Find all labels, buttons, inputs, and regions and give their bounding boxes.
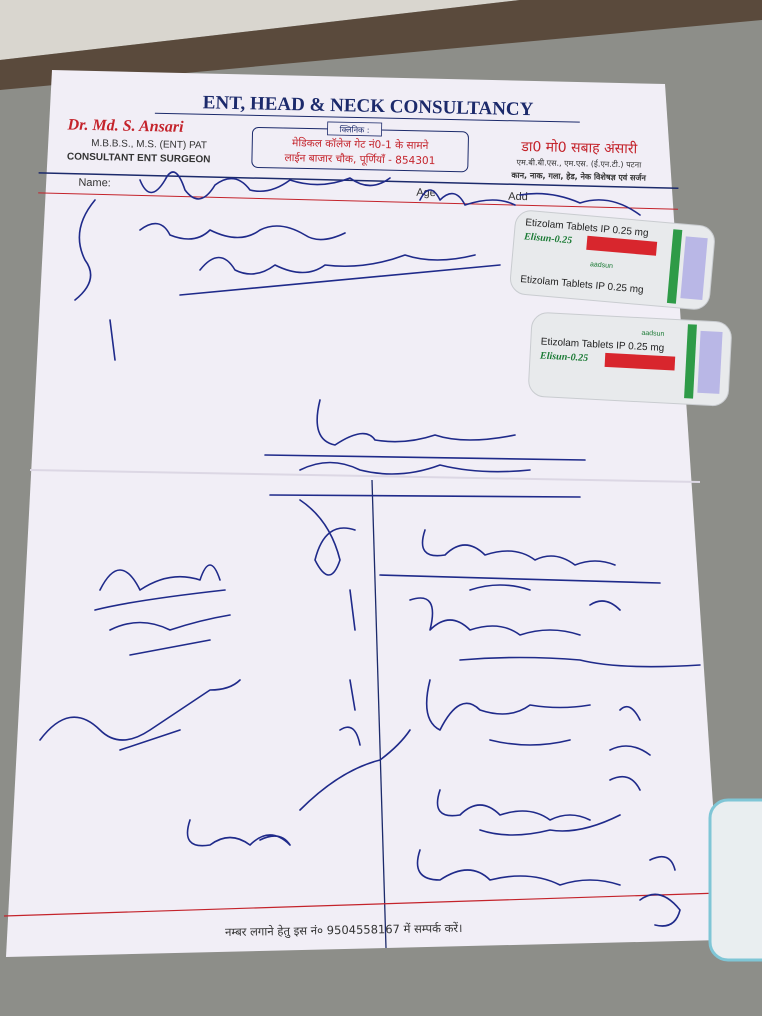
address-label: Add: [508, 191, 528, 203]
doctor-designation-hi: कान, नाक, गला, हेड, नेक विशेषज्ञ एवं सर्…: [510, 170, 646, 183]
warning-label: [604, 352, 676, 371]
handwritten-prescription: [39, 171, 701, 927]
footer-rule: [3, 892, 721, 917]
medicine-strip-2: Etizolam Tablets IP 0.25 mg Elisun-0.25 …: [528, 312, 732, 407]
batch-stamp: [697, 330, 723, 394]
column-divider: [371, 479, 387, 949]
handwritten-medicine-1: [379, 529, 661, 591]
warning-label: [586, 235, 658, 256]
container-lid: [708, 798, 762, 962]
handwritten-diagnosis: [264, 399, 586, 498]
clinic-label: क्लिनिक :: [340, 124, 370, 135]
manufacturer: aadsun: [641, 330, 664, 338]
handwritten-age-address: [419, 189, 641, 216]
doctor-name-hi: डा0 मो0 सबाह अंसारी: [520, 138, 638, 157]
footer-contact-note: नम्बर लगाने हेतु इस नं० 9504558167 में स…: [225, 921, 463, 940]
title-underline: [154, 112, 580, 123]
manufacturer: aadsun: [590, 261, 614, 270]
brand-name: Elisun-0.25: [523, 231, 573, 246]
name-label: Name:: [78, 177, 111, 190]
header-rule-red: [38, 192, 678, 210]
blister-pack: [509, 210, 715, 310]
doctor-name-en: Dr. Md. S. Ansari: [66, 116, 184, 135]
handwritten-medicine-5: [416, 849, 681, 927]
medicine-strip-1: Etizolam Tablets IP 0.25 mg Elisun-0.25 …: [509, 210, 715, 310]
handwritten-advice: [94, 564, 231, 656]
handwritten-signature: [39, 679, 241, 751]
handwritten-medicine-3: [425, 679, 651, 756]
batch-stamp: [680, 236, 708, 301]
clinic-address-line1: मेडिकल कॉलेज गेट नं0-1 के सामने: [292, 136, 429, 152]
prescription-paper: [6, 70, 722, 957]
table-edge: [0, 0, 762, 90]
handwritten-history: [179, 254, 501, 296]
handwritten-complaints: [74, 199, 346, 361]
handwritten-patient-name: [139, 171, 391, 200]
letterhead: ENT, HEAD & NECK CONSULTANCY Dr. Md. S. …: [38, 92, 679, 210]
age-label: Age: [416, 187, 436, 199]
doctor-degrees-en: M.B.B.S., M.S. (ENT) PAT: [91, 138, 207, 151]
handwritten-medicine-2: [409, 597, 701, 668]
header-rule-blue: [38, 172, 679, 190]
handwritten-notes: [186, 589, 411, 847]
doctor-degrees-hi: एम.बी.बी.एस., एम.एस. (ई.एन.टी.) पटना: [517, 157, 643, 170]
green-band: [666, 229, 683, 304]
paper-fold: [29, 469, 701, 483]
clinic-address-line2: लाईन बाजार चौक, पूर्णियाँ - 854301: [284, 151, 435, 167]
brand-name: Elisun-0.25: [539, 350, 589, 364]
doctor-designation-en: CONSULTANT ENT SURGEON: [67, 151, 211, 165]
handwritten-rx-symbol: [299, 499, 356, 576]
handwritten-medicine-4: [436, 775, 641, 836]
clinic-label-box: [327, 121, 383, 137]
green-band: [684, 324, 697, 399]
